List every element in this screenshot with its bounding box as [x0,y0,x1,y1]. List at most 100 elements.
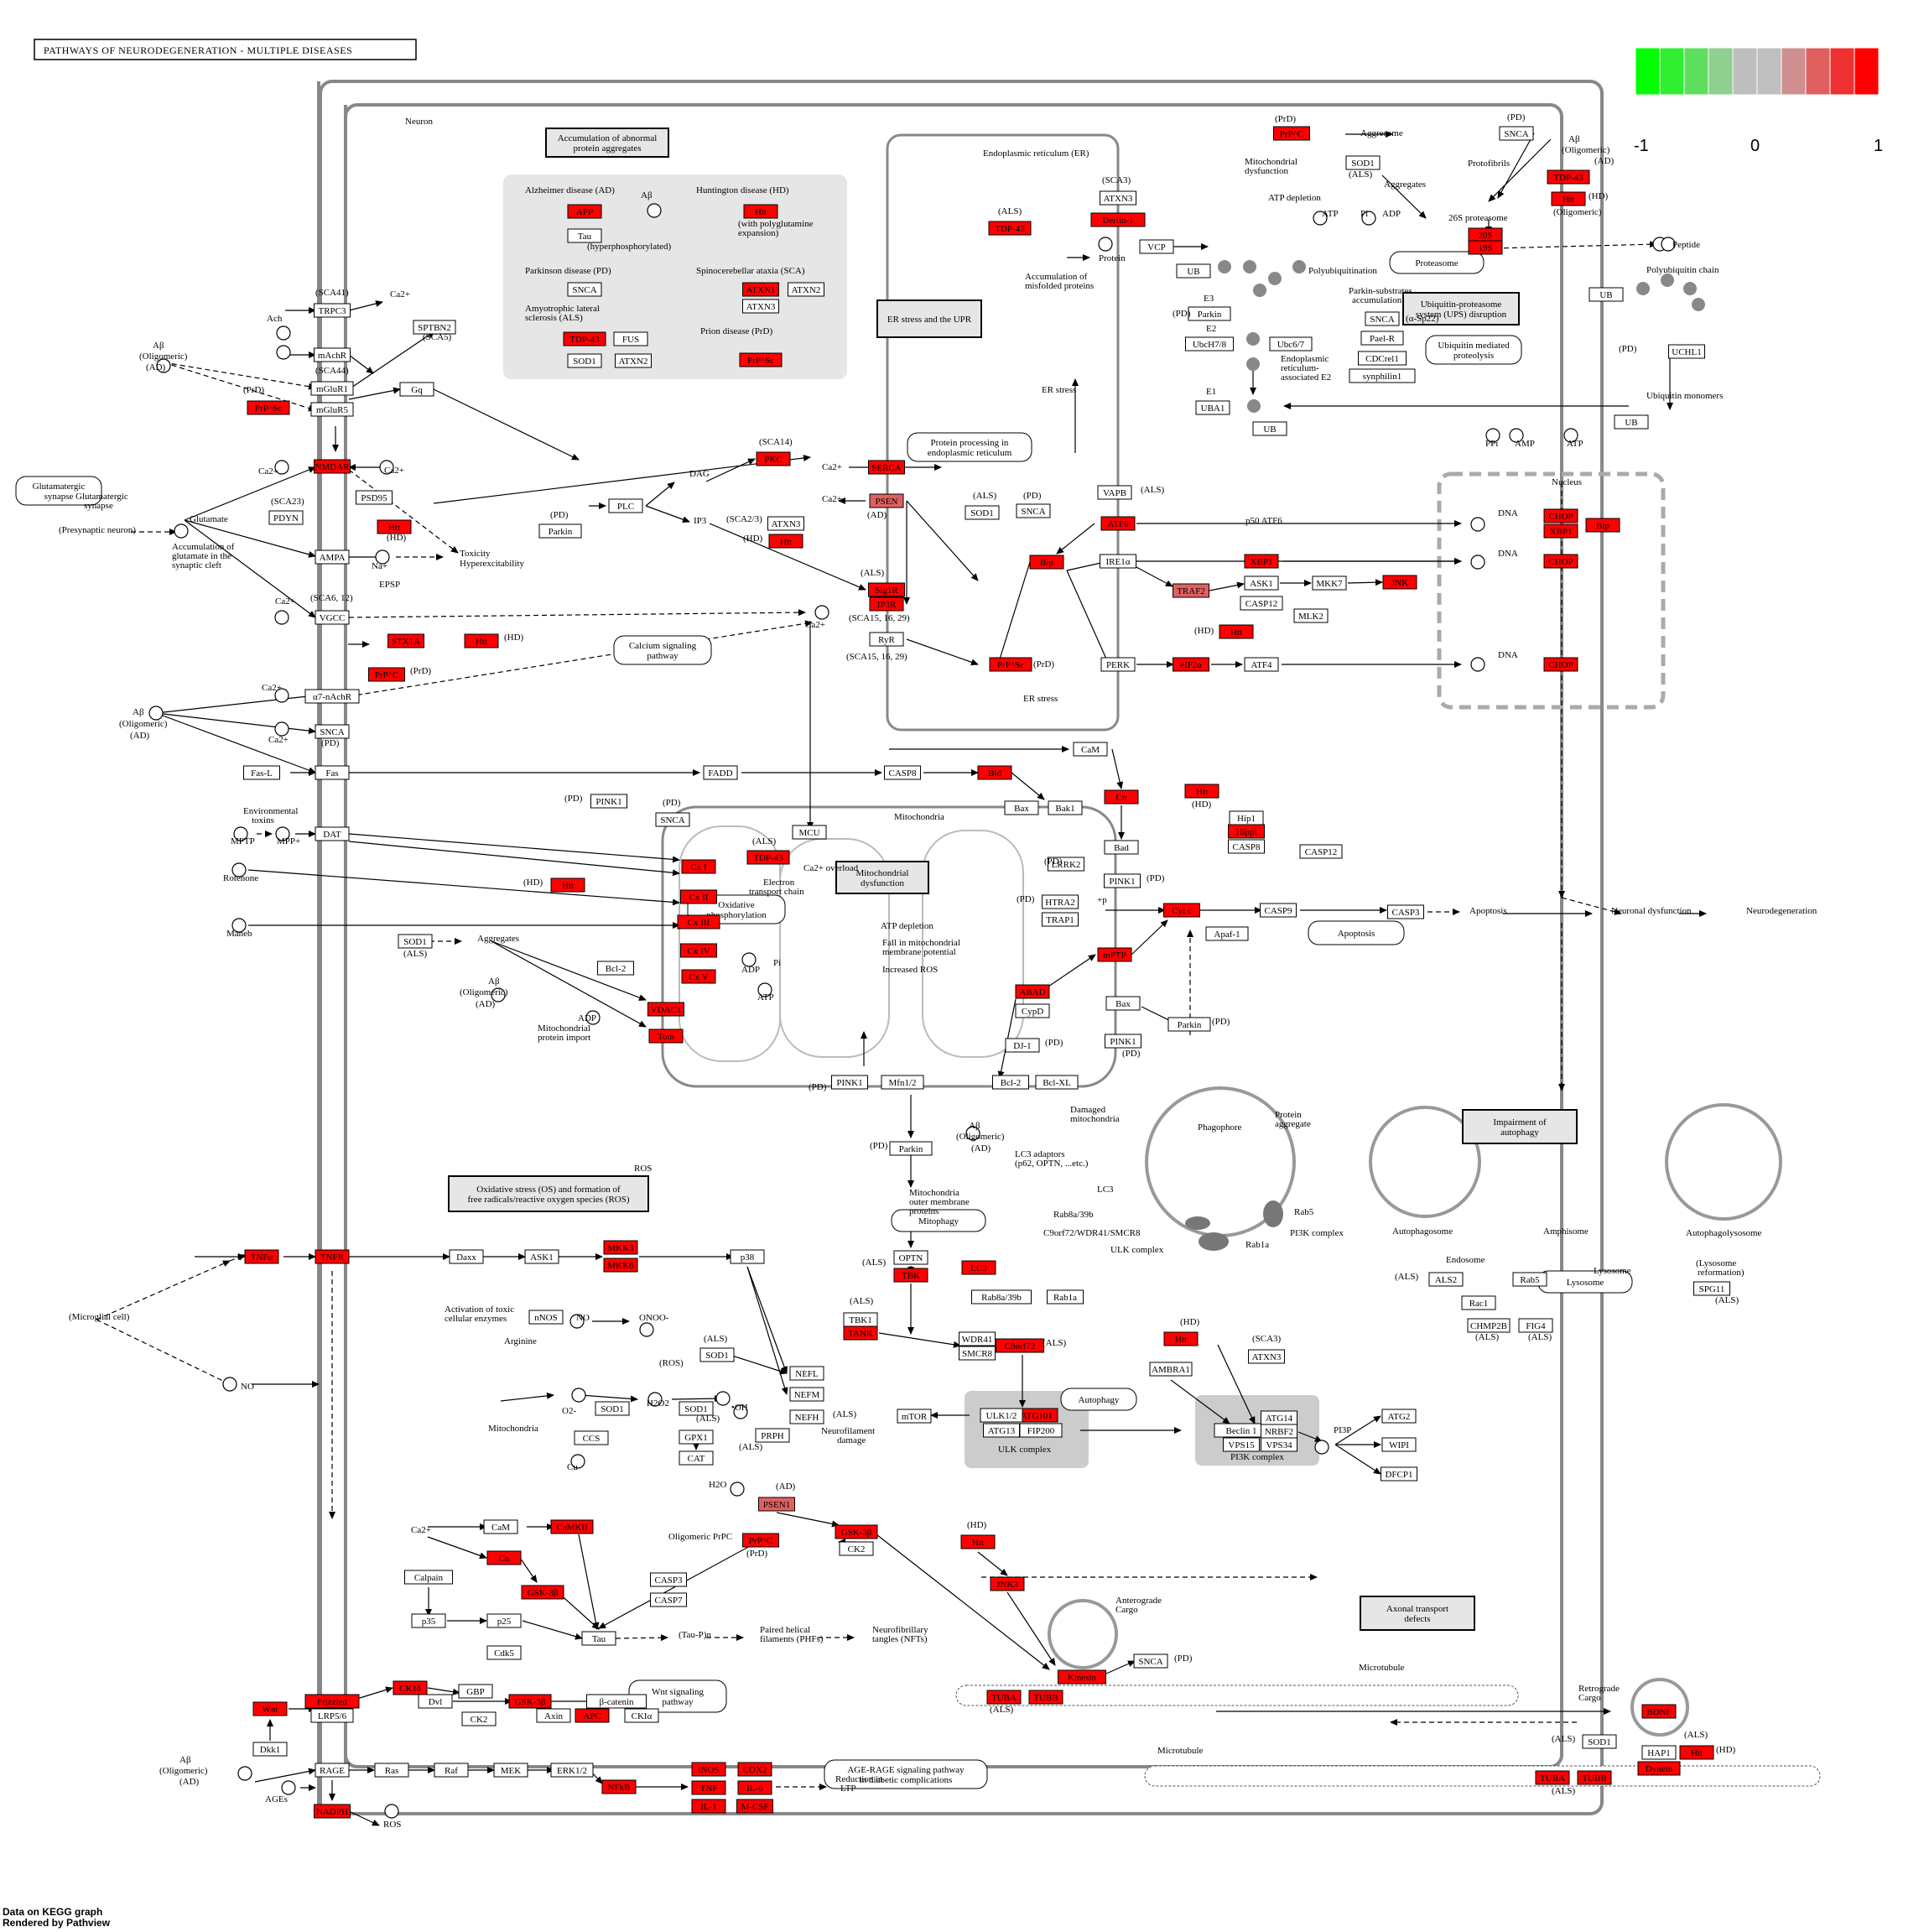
gene-node[interactable]: Rab8a/39b [971,1289,1032,1304]
gene-node[interactable]: TDP-43 [563,331,606,346]
gene-node[interactable]: VGCC [315,610,350,625]
gene-node[interactable]: UB [1176,263,1211,279]
map-link-13[interactable]: Apoptosis [1308,920,1405,945]
gene-node[interactable]: eIF2α [1173,657,1209,672]
gene-node[interactable]: Htt [1551,191,1586,206]
gene-node[interactable]: SNCA [567,282,602,297]
gene-node[interactable]: GPX1 [679,1429,714,1445]
gene-node[interactable]: SPTBN2 [413,320,456,335]
gene-node[interactable]: p38 [730,1249,765,1264]
gene-node[interactable]: Cn [1104,789,1139,805]
gene-node[interactable]: Calpain [404,1570,453,1585]
gene-node[interactable]: TUBB [1577,1770,1612,1785]
gene-node[interactable]: Rac1 [1461,1295,1496,1310]
gene-node[interactable]: CaM [483,1519,518,1534]
gene-node[interactable]: IL-6 [737,1780,772,1795]
gene-node[interactable]: ASK1 [524,1249,559,1264]
gene-node[interactable]: UB [1614,414,1649,430]
gene-node[interactable]: VPS34 [1261,1437,1297,1452]
gene-node[interactable]: GSK-3β [835,1524,878,1539]
gene-node[interactable]: Hip1 [1229,810,1264,825]
gene-node[interactable]: mGluR5 [310,402,354,417]
gene-node[interactable]: Mfn1/2 [881,1075,924,1090]
gene-node[interactable]: Bax [1004,800,1039,815]
gene-node[interactable]: Fas [315,765,350,780]
gene-node[interactable]: Cx IV [680,943,717,958]
gene-node[interactable]: MCU [792,825,827,840]
gene-node[interactable]: ERK1/2 [550,1763,594,1778]
gene-node[interactable]: Rab1a [1047,1289,1084,1304]
gene-node[interactable]: SOD1 [1345,155,1381,170]
gene-node[interactable]: MEK [493,1763,528,1778]
gene-node[interactable]: α7-nAchR [304,689,360,704]
gene-node[interactable]: Bcl-2 [992,1075,1029,1090]
gene-node[interactable]: PKC [756,451,791,466]
gene-node[interactable]: NADPH [314,1804,351,1819]
map-link-16[interactable]: Lysosome [1537,1270,1633,1294]
gene-node[interactable]: iNOS [691,1762,726,1777]
gene-node[interactable]: Cdk5 [486,1645,522,1660]
gene-node[interactable]: TUBB [1028,1690,1063,1705]
gene-node[interactable]: ATXN1 [742,282,779,297]
gene-node[interactable]: NMDAR [314,459,351,474]
gene-node[interactable]: CASP8 [1228,839,1265,854]
gene-node[interactable]: CCS [574,1430,609,1445]
gene-node[interactable]: JNK3 [990,1576,1025,1591]
gene-node[interactable]: Fas-L [243,765,280,780]
gene-node[interactable]: PSEN [869,493,904,508]
gene-node[interactable]: Sig1R [868,582,905,597]
gene-node[interactable]: FADD [703,765,738,780]
map-link-1[interactable]: ER stress and the UPR [876,299,982,338]
gene-node[interactable]: XBP1 [1543,523,1578,539]
gene-node[interactable]: NFkB [601,1779,637,1794]
gene-node[interactable]: Bip [1585,518,1620,533]
gene-node[interactable]: Daxx [449,1249,484,1264]
gene-node[interactable]: TUBA [1535,1770,1570,1785]
gene-node[interactable]: LRRK2 [1048,857,1084,872]
gene-node[interactable]: Htt [1184,784,1219,799]
gene-node[interactable]: 19S [1468,240,1503,255]
gene-node[interactable]: PrP^Sc [739,352,783,367]
gene-node[interactable]: HTRA2 [1042,894,1079,909]
gene-node[interactable]: Rab5 [1512,1272,1547,1287]
gene-node[interactable]: Bip [1029,555,1064,570]
map-link-15[interactable]: Autophagy [1060,1388,1137,1411]
gene-node[interactable]: Parkin [538,523,582,539]
gene-node[interactable]: LRP5/6 [310,1708,354,1723]
gene-node[interactable]: FUS [613,331,648,346]
gene-node[interactable]: AMBRA1 [1149,1362,1193,1377]
gene-node[interactable]: CypD [1015,1003,1050,1018]
gene-node[interactable]: Bcl-XL [1035,1075,1079,1090]
gene-node[interactable]: LC3 [961,1260,996,1275]
gene-node[interactable]: TRPC3 [314,303,351,318]
gene-node[interactable]: HAP1 [1641,1745,1677,1760]
gene-node[interactable]: Tau [581,1631,616,1646]
gene-node[interactable]: Htt [1679,1745,1714,1760]
gene-node[interactable]: PrP^C [1273,126,1310,141]
gene-node[interactable]: UB [1589,287,1624,302]
gene-node[interactable]: CKIα [624,1708,659,1723]
gene-node[interactable]: TBK [893,1268,928,1283]
gene-node[interactable]: CK1δ [393,1680,428,1695]
gene-node[interactable]: SNCA [655,812,690,827]
gene-node[interactable]: CASP7 [650,1592,687,1607]
gene-node[interactable]: PINK1 [1105,1034,1141,1049]
gene-node[interactable]: SOD1 [965,505,1000,520]
gene-node[interactable]: PLC [608,498,643,513]
gene-node[interactable]: ATXN3 [742,299,779,314]
gene-node[interactable]: VPS15 [1223,1437,1260,1452]
gene-node[interactable]: Htt [377,519,412,534]
gene-node[interactable]: ATXN2 [615,353,652,368]
gene-node[interactable]: nNOS [528,1310,564,1325]
gene-node[interactable]: CDCrel1 [1358,351,1407,366]
gene-node[interactable]: GBP [458,1684,493,1699]
gene-node[interactable]: CAT [679,1450,714,1466]
gene-node[interactable]: SNCA [315,724,350,739]
gene-node[interactable]: CASP8 [884,765,921,780]
gene-node[interactable]: Dvl [418,1694,453,1709]
gene-node[interactable]: IP3R [869,596,904,612]
gene-node[interactable]: TDP-43 [988,221,1032,236]
